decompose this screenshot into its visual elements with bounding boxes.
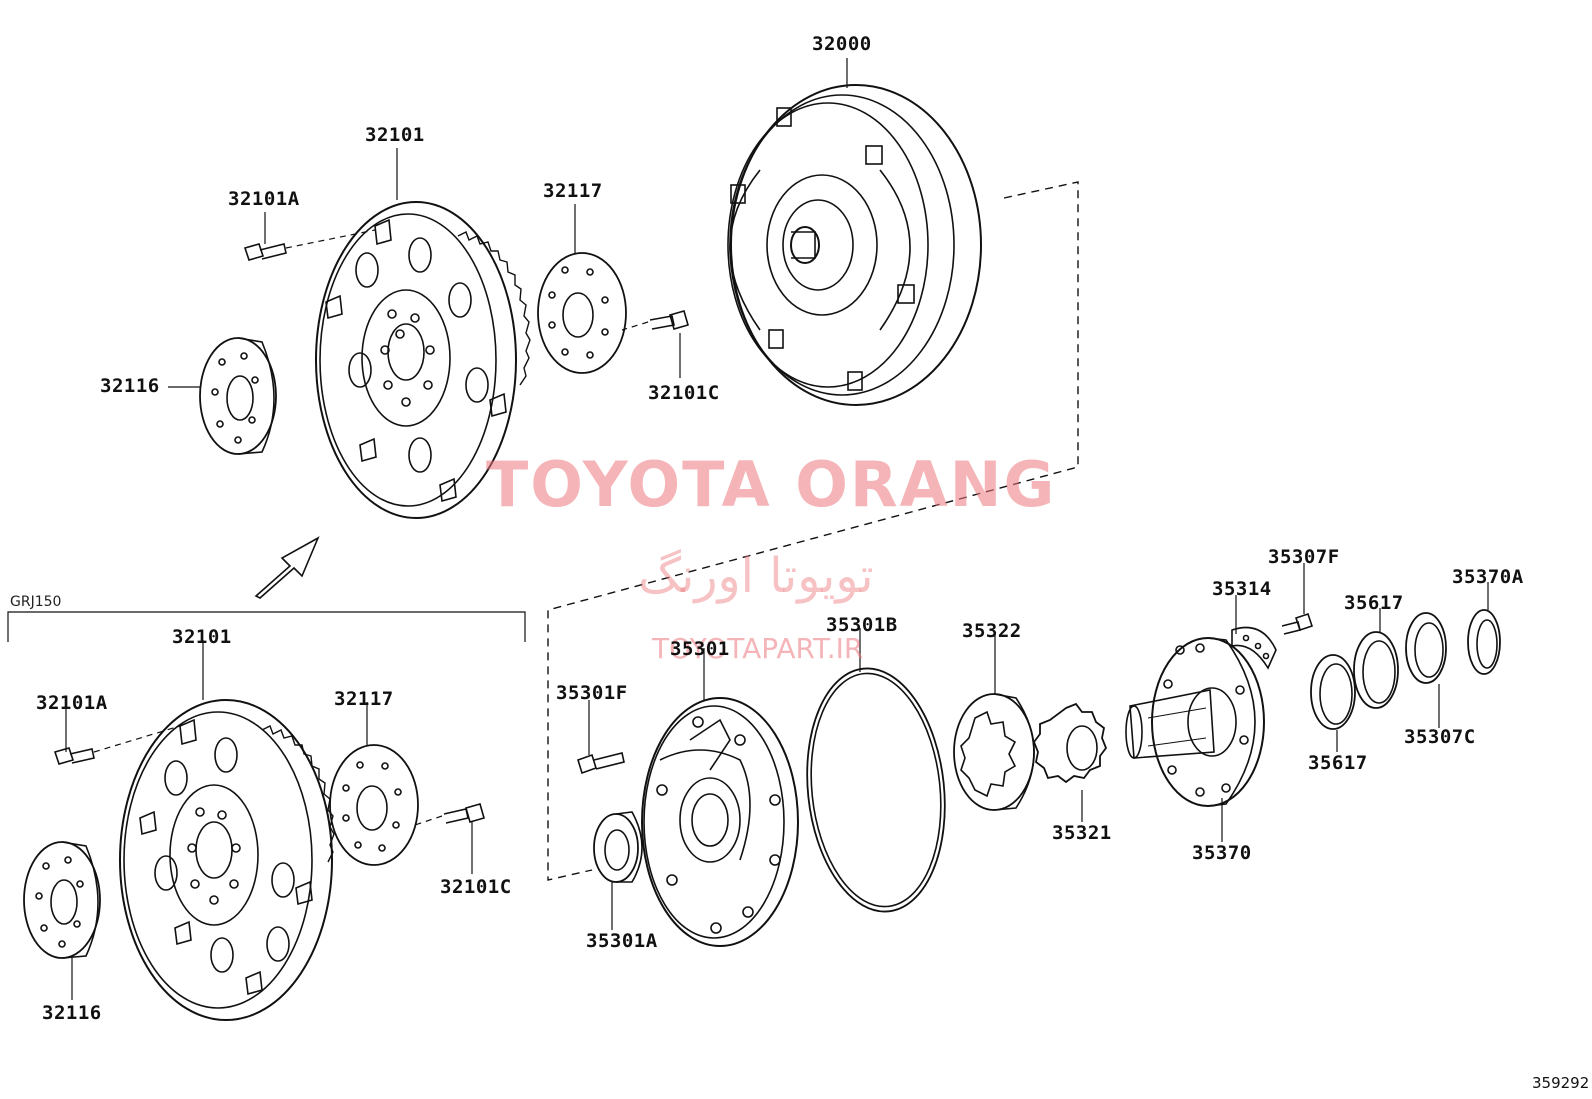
label-35301[interactable]: 35301 bbox=[670, 638, 730, 660]
label-35321[interactable]: 35321 bbox=[1052, 822, 1112, 844]
label-32101-top[interactable]: 32101 bbox=[365, 124, 425, 146]
o-ring-35301b bbox=[806, 667, 946, 913]
label-32101c-top[interactable]: 32101C bbox=[648, 382, 720, 404]
bolt-35307f bbox=[1281, 612, 1314, 635]
label-32101c-bottom[interactable]: 32101C bbox=[440, 876, 512, 898]
plate-35314 bbox=[1231, 626, 1277, 670]
bearing-race-35370a bbox=[1467, 609, 1501, 675]
oil-seal-35301a bbox=[593, 811, 643, 883]
label-32000[interactable]: 32000 bbox=[812, 33, 872, 55]
torque-converter bbox=[727, 84, 982, 406]
driven-gear-35322 bbox=[953, 693, 1035, 811]
label-35307c[interactable]: 35307C bbox=[1404, 726, 1476, 748]
label-35314[interactable]: 35314 bbox=[1212, 578, 1272, 600]
label-32117-top[interactable]: 32117 bbox=[543, 180, 603, 202]
label-35301a[interactable]: 35301A bbox=[586, 930, 658, 952]
spacer-32116-bottom bbox=[23, 841, 101, 959]
bolt-35301f bbox=[577, 752, 625, 775]
bolt-32101a-bottom bbox=[53, 725, 181, 765]
label-35301b[interactable]: 35301B bbox=[826, 614, 898, 636]
label-32101a-bottom[interactable]: 32101A bbox=[36, 692, 108, 714]
bolt-32101a-top bbox=[243, 229, 376, 261]
label-32101a-top[interactable]: 32101A bbox=[228, 188, 300, 210]
bolt-32101c-top bbox=[621, 310, 689, 331]
watermark-url: TOYOTAPART.IR bbox=[652, 632, 864, 665]
stator-shaft-35370 bbox=[1125, 637, 1265, 807]
ring-35617-bottom bbox=[1310, 654, 1356, 730]
label-35370[interactable]: 35370 bbox=[1192, 842, 1252, 864]
watermark-persian-title: تویوتا اورنگ bbox=[638, 548, 874, 604]
assembly-dashed-line bbox=[547, 181, 1079, 881]
bearing-35307c bbox=[1405, 612, 1447, 684]
diagram-id: 359292 bbox=[1532, 1074, 1590, 1092]
label-35322[interactable]: 35322 bbox=[962, 620, 1022, 642]
ring-35617-top bbox=[1353, 631, 1399, 709]
spacer-32117-bottom bbox=[329, 744, 419, 866]
group-bracket bbox=[7, 611, 526, 642]
oil-pump-body bbox=[641, 697, 799, 947]
direction-arrow bbox=[254, 536, 320, 599]
drive-gear-35321 bbox=[1032, 702, 1108, 784]
drive-plate-bottom bbox=[119, 699, 335, 1021]
spacer-32116-top bbox=[199, 337, 277, 455]
label-32116-top[interactable]: 32116 bbox=[100, 375, 160, 397]
label-32117-bottom[interactable]: 32117 bbox=[334, 688, 394, 710]
label-35617-top[interactable]: 35617 bbox=[1344, 592, 1404, 614]
watermark-title: TOYOTA ORANG bbox=[486, 448, 1057, 521]
label-35370a[interactable]: 35370A bbox=[1452, 566, 1524, 588]
label-35617-bottom[interactable]: 35617 bbox=[1308, 752, 1368, 774]
drive-plate-top bbox=[315, 201, 531, 519]
group-label-grj150: GRJ150 bbox=[10, 594, 62, 610]
label-32101-bottom[interactable]: 32101 bbox=[172, 626, 232, 648]
spacer-32117-top bbox=[537, 252, 627, 374]
leader-lines bbox=[65, 58, 1489, 1000]
bolt-32101c-bottom bbox=[411, 803, 485, 827]
label-35301f[interactable]: 35301F bbox=[556, 682, 628, 704]
label-32116-bottom[interactable]: 32116 bbox=[42, 1002, 102, 1024]
label-35307f[interactable]: 35307F bbox=[1268, 546, 1340, 568]
